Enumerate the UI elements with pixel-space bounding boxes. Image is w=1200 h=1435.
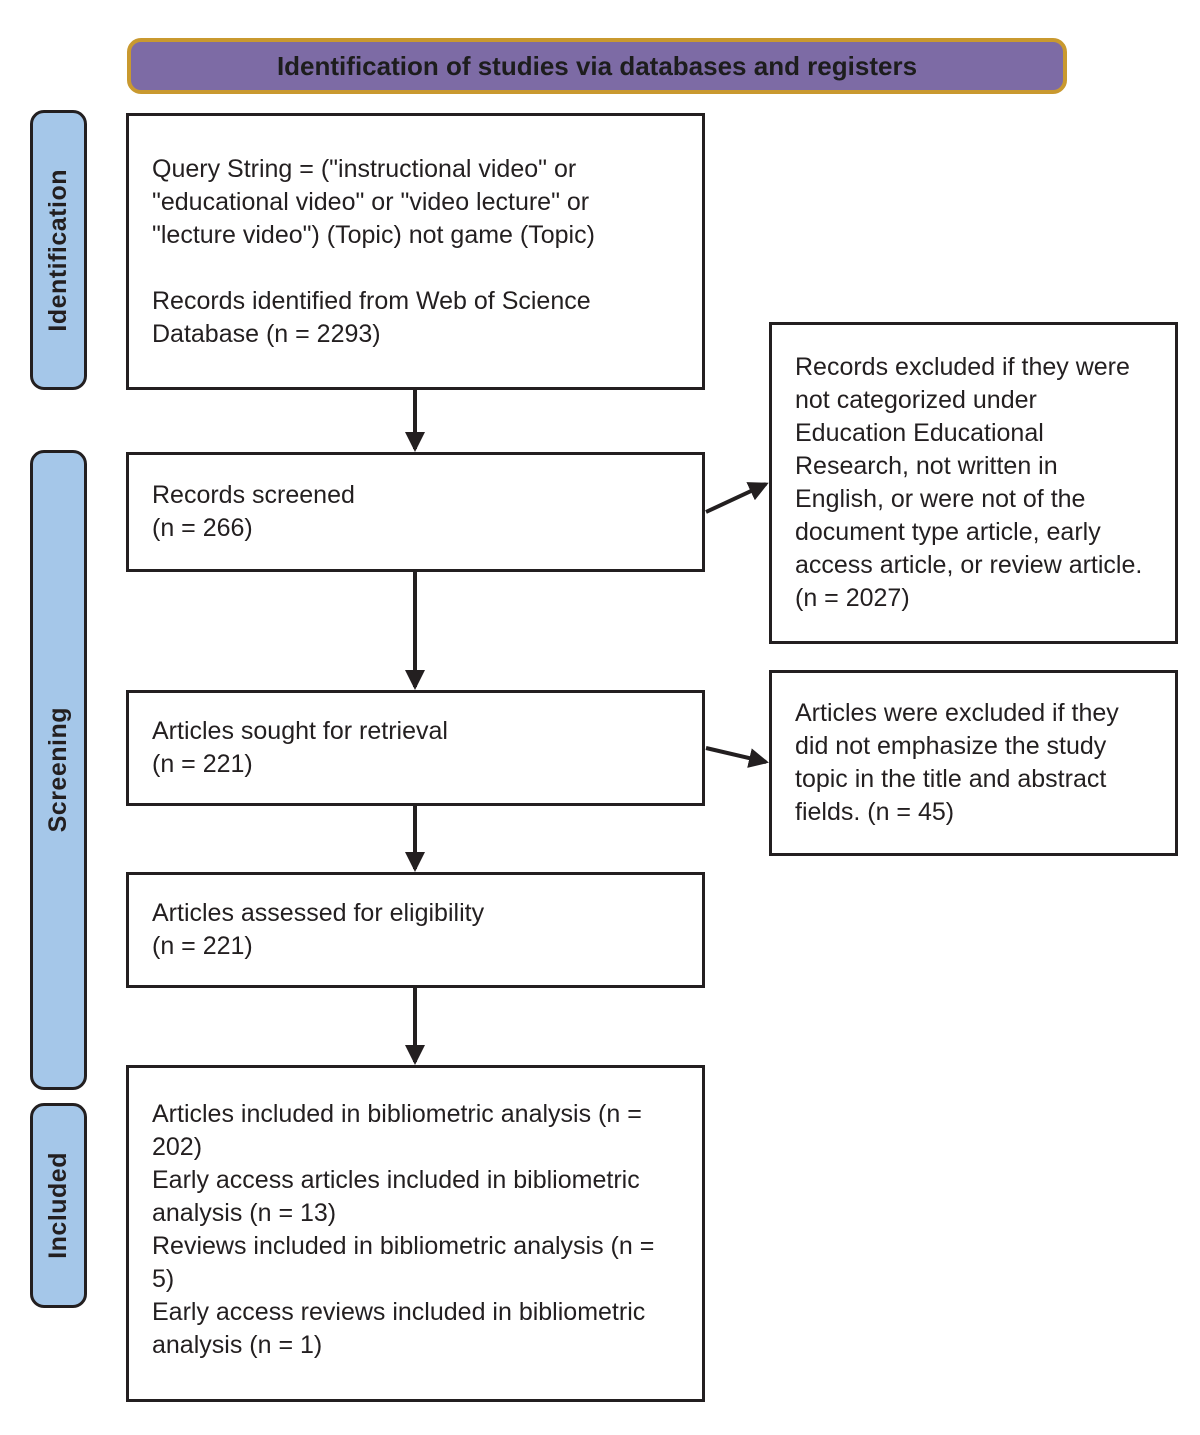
box-articles-excluded: Articles were excluded if they did not e… bbox=[769, 670, 1178, 856]
articles-sought-title: Articles sought for retrieval bbox=[152, 717, 448, 745]
stage-screening: Screening bbox=[30, 450, 87, 1090]
box-articles-sought: Articles sought for retrieval (n = 221) bbox=[126, 690, 705, 806]
included-item: Articles included in bibliometric analys… bbox=[152, 1100, 642, 1161]
articles-excluded-text: Articles were excluded if they did not e… bbox=[795, 699, 1119, 826]
articles-assessed-count: (n = 221) bbox=[152, 932, 253, 960]
header-banner: Identification of studies via databases … bbox=[127, 38, 1067, 94]
stage-included-label: Included bbox=[44, 1152, 72, 1259]
included-item: Early access articles included in biblio… bbox=[152, 1166, 640, 1227]
records-identified-query: Query String = ("instructional video" or… bbox=[152, 154, 595, 249]
stage-identification: Identification bbox=[30, 110, 87, 390]
included-item: Early access reviews included in bibliom… bbox=[152, 1298, 646, 1359]
arrow-screened-to-excluded bbox=[705, 482, 769, 514]
records-screened-title: Records screened bbox=[152, 481, 355, 509]
header-title: Identification of studies via databases … bbox=[276, 50, 918, 81]
stage-screening-label: Screening bbox=[44, 707, 72, 833]
stage-identification-label: Identification bbox=[44, 168, 72, 332]
box-records-screened: Records screened (n = 266) bbox=[126, 452, 705, 572]
articles-assessed-title: Articles assessed for eligibility bbox=[152, 899, 485, 927]
box-articles-assessed: Articles assessed for eligibility (n = 2… bbox=[126, 872, 705, 988]
records-identified-count: Records identified from Web of Science D… bbox=[152, 286, 591, 348]
stage-included: Included bbox=[30, 1103, 87, 1308]
articles-sought-count: (n = 221) bbox=[152, 750, 253, 778]
included-item: Reviews included in bibliometric analysi… bbox=[152, 1232, 655, 1293]
records-excluded-text: Records excluded if they were not catego… bbox=[795, 353, 1143, 612]
box-included-results: Articles included in bibliometric analys… bbox=[126, 1065, 705, 1402]
records-screened-count: (n = 266) bbox=[152, 514, 253, 542]
arrow-sought-to-excluded bbox=[705, 746, 769, 768]
box-records-identified: Query String = ("instructional video" or… bbox=[126, 113, 705, 390]
box-records-excluded: Records excluded if they were not catego… bbox=[769, 322, 1178, 644]
